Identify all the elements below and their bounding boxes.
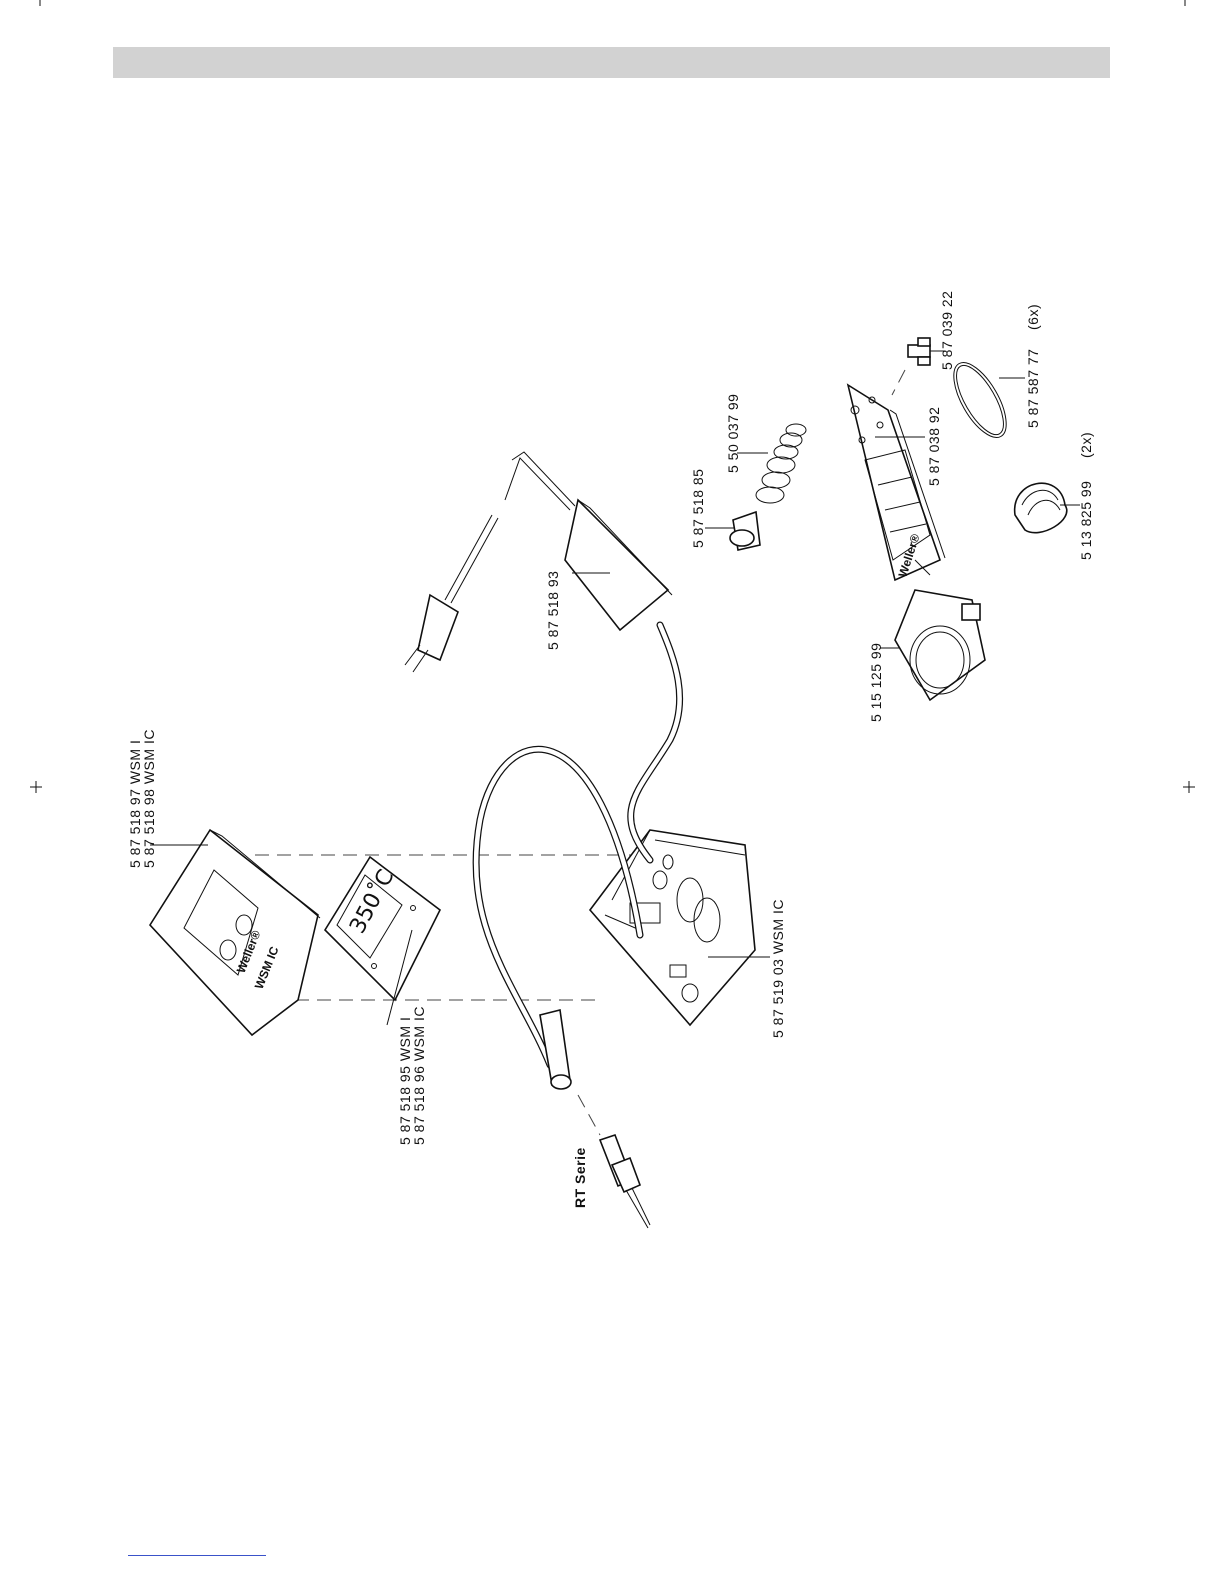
power-supply-unit	[405, 452, 680, 860]
tip-cup	[895, 590, 985, 700]
holder-sleeve	[730, 512, 760, 550]
holder-spring	[756, 424, 806, 503]
label-brass-wool-qty: (2x)	[1078, 432, 1094, 458]
label-rt-serie: RT Serie	[572, 1147, 588, 1208]
part-labels: 5 87 518 97 WSM I 5 87 518 98 WSM IC 5 8…	[127, 291, 1094, 1208]
label-connector: 5 87 039 22	[939, 291, 955, 370]
connector	[908, 338, 930, 365]
label-tip-cup: 5 15 125 99	[868, 643, 884, 722]
rt-soldering-tip	[600, 1135, 650, 1228]
label-o-ring-qty: (6x)	[1025, 304, 1041, 330]
label-control-unit: 5 87 519 03 WSM IC	[770, 899, 786, 1038]
label-spring: 5 50 037 99	[725, 394, 741, 473]
label-base-plate: 5 87 038 92	[926, 407, 942, 486]
label-housing-wsm-ic: 5 87 518 98 WSM IC	[141, 729, 157, 868]
crop-marks	[30, 0, 1195, 793]
display-panel: 350˚C	[325, 857, 440, 1000]
label-sleeve: 5 87 518 85	[690, 469, 706, 548]
label-display-wsm-ic: 5 87 518 96 WSM IC	[411, 1006, 427, 1145]
label-brass-wool: 5 13 825 99	[1078, 481, 1094, 560]
footer-link-underline[interactable]	[128, 1555, 266, 1556]
brass-wool	[1015, 483, 1067, 532]
alignment-lines	[255, 370, 905, 1135]
front-housing: Weller® WSM IC	[150, 830, 320, 1035]
label-o-ring: 5 87 587 77	[1025, 349, 1041, 428]
control-unit	[590, 830, 755, 1025]
label-power-supply: 5 87 518 93	[545, 571, 561, 650]
